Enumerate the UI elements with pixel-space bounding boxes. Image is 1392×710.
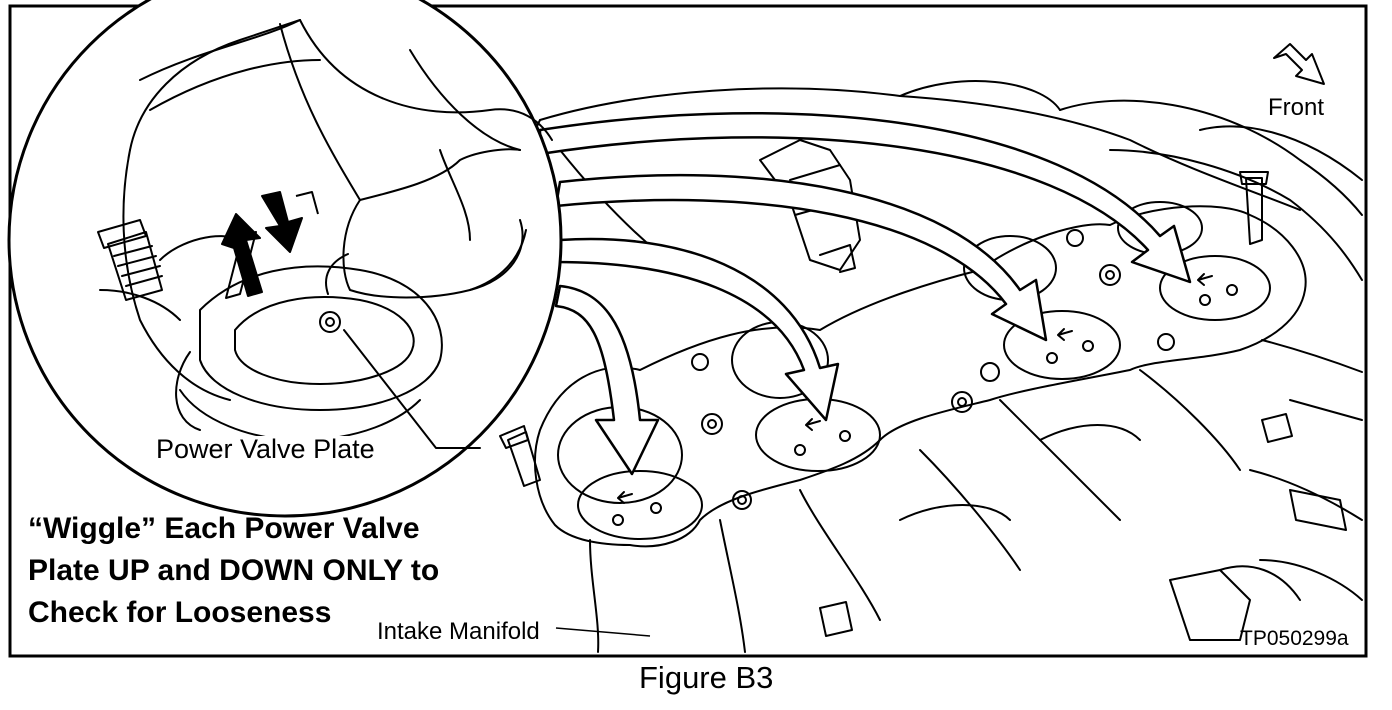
transfer-arrow-2 — [554, 237, 840, 422]
figure-caption: Figure B3 — [639, 660, 774, 695]
figure-code: TP050299a — [1240, 627, 1349, 650]
power-valve-plate-label: Power Valve Plate — [152, 436, 379, 463]
instruction-line: “Wiggle” Each Power Valve — [28, 512, 420, 545]
intake-manifold-flange — [534, 201, 1307, 548]
studs — [499, 171, 1293, 637]
front-arrow-icon — [1273, 43, 1325, 85]
transfer-arrow-4 — [538, 112, 1192, 284]
transfer-arrow-1 — [554, 284, 660, 476]
instruction-line: Plate UP and DOWN ONLY to — [28, 554, 440, 587]
intake-manifold-label: Intake Manifold — [374, 620, 543, 644]
transfer-arrow-3 — [554, 173, 1048, 342]
up-down-arrows-icon — [221, 191, 319, 299]
transfer-arrows — [538, 112, 1192, 476]
front-label: Front — [1268, 94, 1325, 121]
magnifier-inset — [7, 0, 563, 518]
sensor-connector — [1169, 489, 1347, 641]
instruction-text: “Wiggle” Each Power Valve Plate UP and D… — [28, 508, 439, 634]
instruction-line: Check for Looseness — [28, 596, 332, 629]
intake-runners — [589, 369, 1241, 653]
intake-leader — [555, 627, 651, 637]
